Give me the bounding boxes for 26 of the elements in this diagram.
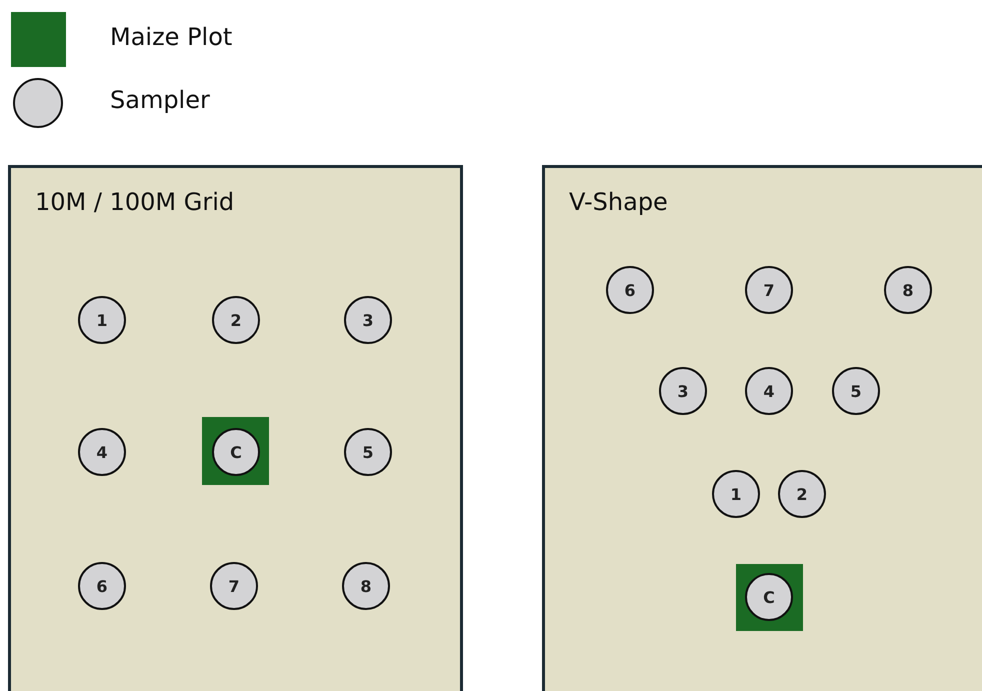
field-panel [542, 165, 982, 691]
sampler-circle: 6 [78, 562, 126, 610]
maize-plot-square [202, 417, 269, 485]
sampler-circle: 5 [344, 428, 392, 476]
field-panel [8, 165, 463, 691]
sampler-circle: 3 [344, 296, 392, 344]
legend-label: Sampler [110, 86, 210, 114]
sampler-circle: 2 [212, 296, 260, 344]
sampler-circle: 7 [745, 266, 793, 314]
sampler-circle: C [212, 428, 260, 476]
sampler-circle: 6 [606, 266, 654, 314]
sampler-circle: 2 [778, 470, 826, 518]
sampler-circle: 8 [884, 266, 932, 314]
sampler-circle: 1 [712, 470, 760, 518]
sampler-circle: 1 [78, 296, 126, 344]
sampler-circle: 7 [210, 562, 258, 610]
panel-title: V-Shape [569, 188, 668, 216]
sampler-circle: 4 [78, 428, 126, 476]
panel-title: 10M / 100M Grid [35, 188, 234, 216]
legend-label: Maize Plot [110, 23, 232, 51]
sampler-circle: C [745, 573, 793, 621]
sampler-circle: 3 [659, 367, 707, 415]
sampler-circle: 4 [745, 367, 793, 415]
maize-plot-square [736, 564, 803, 631]
sampler-circle: 5 [832, 367, 880, 415]
sampler-circle: 8 [342, 562, 390, 610]
